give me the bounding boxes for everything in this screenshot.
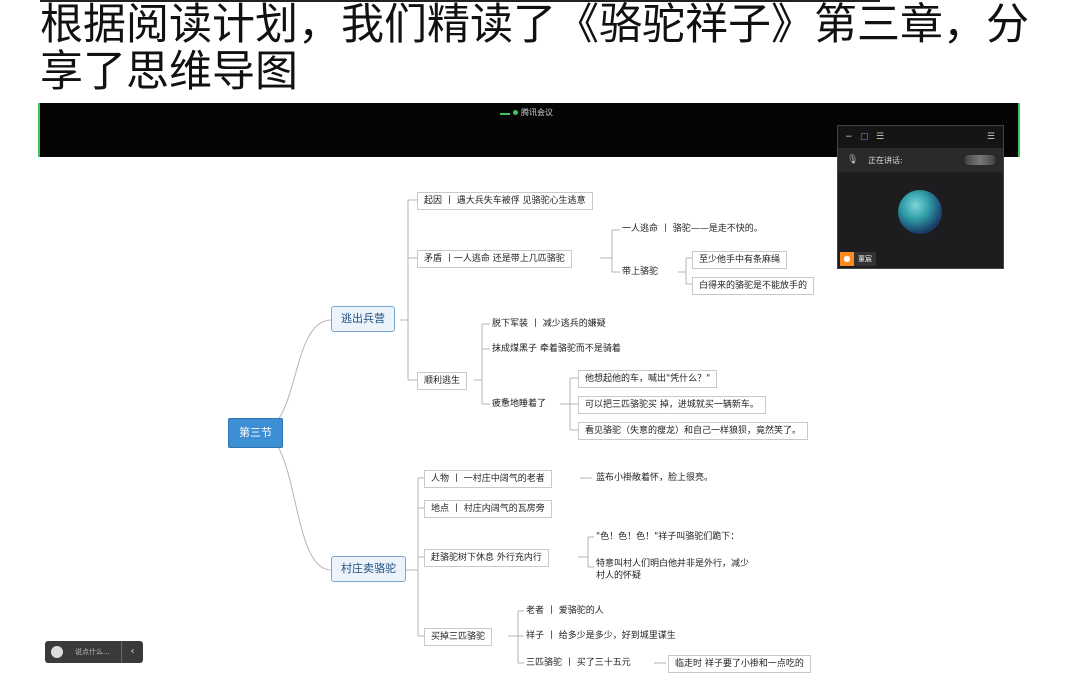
mindmap-node-asleep[interactable]: 疲惫地睡着了: [492, 399, 547, 409]
mindmap-node-conflict[interactable]: 矛盾 丨一人逃命 还是带上几匹骆驼: [417, 250, 572, 268]
mindmap-node-kneel[interactable]: "色！色！色！"祥子叫骆驼们跪下：: [596, 532, 740, 542]
minimize-icon[interactable]: −: [845, 132, 853, 142]
mindmap-node-cause[interactable]: 起因 丨 遇大兵失车被俘 见骆驼心生逃意: [417, 192, 593, 210]
mindmap-node-take-camels[interactable]: 带上骆驼: [622, 267, 659, 277]
mindmap-node-new-car[interactable]: 可以把三匹骆驼买 掉，进城就买一辆新车。: [578, 396, 766, 414]
user-badge-icon: ●: [840, 252, 854, 266]
speaking-label: 正在讲话:: [868, 156, 903, 165]
top-rule: [40, 0, 880, 2]
meeting-title-text: 腾讯会议: [521, 108, 553, 117]
mindmap-node-person-desc[interactable]: 蓝布小褂敞着怀，脸上很亮。: [596, 473, 714, 483]
mindmap-node-not-outsider-line2: 村人的怀疑: [596, 571, 642, 581]
mindmap-node-rope[interactable]: 至少他手中有条麻绳: [692, 251, 788, 269]
mindmap-node-laugh[interactable]: 看见骆驼（失意的瘦龙）和自己一样狼狈，竟然笑了。: [578, 422, 809, 440]
mindmap-node-coal[interactable]: 抹成煤黑子 牵着骆驼而不是骑着: [492, 344, 621, 354]
mindmap-node-not-outsider-line1: 特意叫村人们明白他并非是外行，减少: [596, 559, 750, 569]
participant-name: 董宸: [858, 255, 872, 263]
video-panel-toolbar: − ▢ ☰ ☰: [838, 126, 1003, 148]
menu-icon[interactable]: ☰: [986, 132, 995, 142]
mindmap-root[interactable]: 第三节: [228, 418, 283, 448]
mindmap-node-not-outsider[interactable]: 特意叫村人们明白他并非是外行，减少 村人的怀疑: [596, 558, 749, 582]
page-heading: 根据阅读计划，我们精读了《骆驼祥子》第三章，分享了思维导图: [40, 0, 1029, 97]
speaker-wave: [965, 155, 995, 165]
mindmap-node-why[interactable]: 他想起他的车，喊出"凭什么？": [578, 370, 718, 388]
mindmap-node-uniform[interactable]: 脱下军装 丨 减少逃兵的嫌疑: [492, 319, 606, 329]
mindmap-node-rest[interactable]: 赶骆驼树下休息 外行充内行: [424, 549, 549, 567]
signal-icon: [500, 109, 510, 115]
mindmap-node-three-camels[interactable]: 三匹骆驼 丨 买了三十五元: [526, 658, 631, 668]
layout-icon[interactable]: ▢: [860, 132, 869, 142]
chevron-left-icon[interactable]: ‹: [121, 641, 143, 663]
mic-icon: 🎙: [847, 155, 859, 165]
chat-input[interactable]: 说点什么... ‹: [45, 641, 143, 663]
mindmap-node-sell[interactable]: 买掉三匹骆驼: [424, 628, 493, 646]
mindmap-node-xiangzi[interactable]: 祥子 丨 给多少是多少，好到城里谋生: [526, 631, 676, 641]
speaking-indicator: 🎙 正在讲话:: [838, 148, 1003, 172]
mindmap-node-leaving[interactable]: 临走时 祥子要了小褂和一点吃的: [668, 655, 811, 673]
mindmap-node-free-camels[interactable]: 白得来的骆驼是不能放手的: [692, 277, 815, 295]
mindmap-node-escape-success[interactable]: 顺利逃生: [417, 372, 468, 390]
mindmap-node-place[interactable]: 地点 丨 村庄内阔气的瓦房旁: [424, 500, 552, 518]
status-dot-icon: [513, 110, 518, 115]
chat-placeholder: 说点什么...: [75, 648, 110, 656]
mindmap-branch-sell-camels[interactable]: 村庄卖骆驼: [331, 556, 406, 582]
emoji-icon[interactable]: [51, 646, 63, 658]
participant-name-tag: ● 董宸: [840, 252, 876, 266]
video-panel[interactable]: − ▢ ☰ ☰ 🎙 正在讲话: ● 董宸: [837, 125, 1004, 269]
meeting-title: 腾讯会议: [500, 107, 553, 118]
mindmap-node-elder[interactable]: 老者 丨 爱骆驼的人: [526, 606, 604, 616]
mindmap-node-flee-alone[interactable]: 一人逃命 丨 骆驼——是走不快的。: [622, 224, 763, 234]
list-icon[interactable]: ☰: [876, 132, 885, 142]
mindmap-branch-escape[interactable]: 逃出兵营: [331, 306, 395, 332]
mindmap-node-person[interactable]: 人物 丨 一村庄中阔气的老者: [424, 470, 552, 488]
avatar: [898, 190, 942, 234]
